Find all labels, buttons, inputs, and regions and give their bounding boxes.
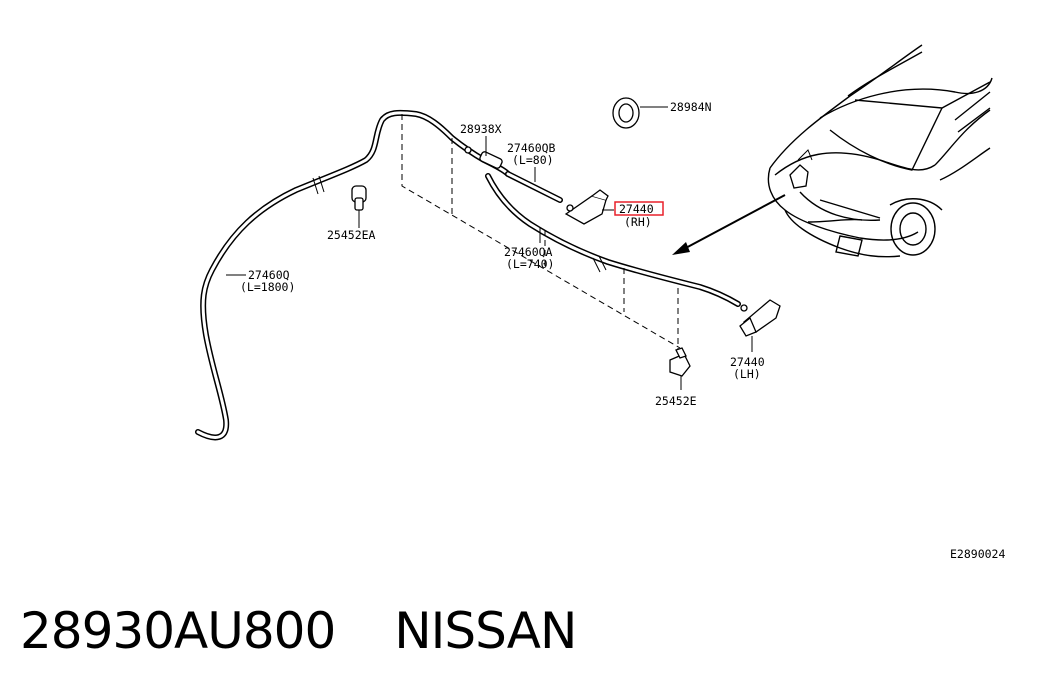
label-nozzle-rh: 27440 bbox=[619, 202, 654, 216]
label-hose-short: 27460QB bbox=[507, 141, 556, 155]
diagram-reference-code: E2890024 bbox=[950, 547, 1005, 561]
location-arrow bbox=[672, 194, 786, 255]
label-hose-short-length: (L=80) bbox=[512, 153, 554, 167]
label-hose-long: 27460Q bbox=[248, 268, 290, 282]
tee-joint bbox=[464, 146, 503, 169]
nozzle-lh bbox=[739, 299, 781, 352]
label-hose-mid-length: (L=740) bbox=[506, 257, 554, 271]
part-number: 28930AU800 bbox=[20, 602, 336, 660]
nozzle-rh bbox=[564, 189, 664, 225]
hose-mid bbox=[485, 173, 741, 307]
vehicle-outline bbox=[767, 44, 993, 258]
label-nozzle-rh-side: (RH) bbox=[624, 215, 652, 229]
hose-short bbox=[505, 171, 563, 203]
clip-left bbox=[351, 185, 367, 228]
grommet bbox=[612, 97, 668, 129]
label-clip-bottom: 25452E bbox=[655, 394, 697, 408]
clip-bottom bbox=[669, 347, 691, 390]
part-caption: 28930AU800 NISSAN bbox=[20, 596, 577, 666]
assembly-guides bbox=[401, 114, 681, 350]
brand-name: NISSAN bbox=[394, 602, 577, 660]
label-hose-long-length: (L=1800) bbox=[240, 280, 295, 294]
label-hose-mid: 27460QA bbox=[504, 245, 553, 259]
label-nozzle-lh-side: (LH) bbox=[733, 367, 761, 381]
label-tee-joint: 28938X bbox=[460, 122, 502, 136]
hose-long bbox=[195, 109, 511, 441]
label-clip-left: 25452EA bbox=[327, 228, 376, 242]
label-grommet: 28984N bbox=[670, 100, 712, 114]
nozzle-rh-highlight bbox=[614, 201, 664, 216]
label-nozzle-lh: 27440 bbox=[730, 355, 765, 369]
